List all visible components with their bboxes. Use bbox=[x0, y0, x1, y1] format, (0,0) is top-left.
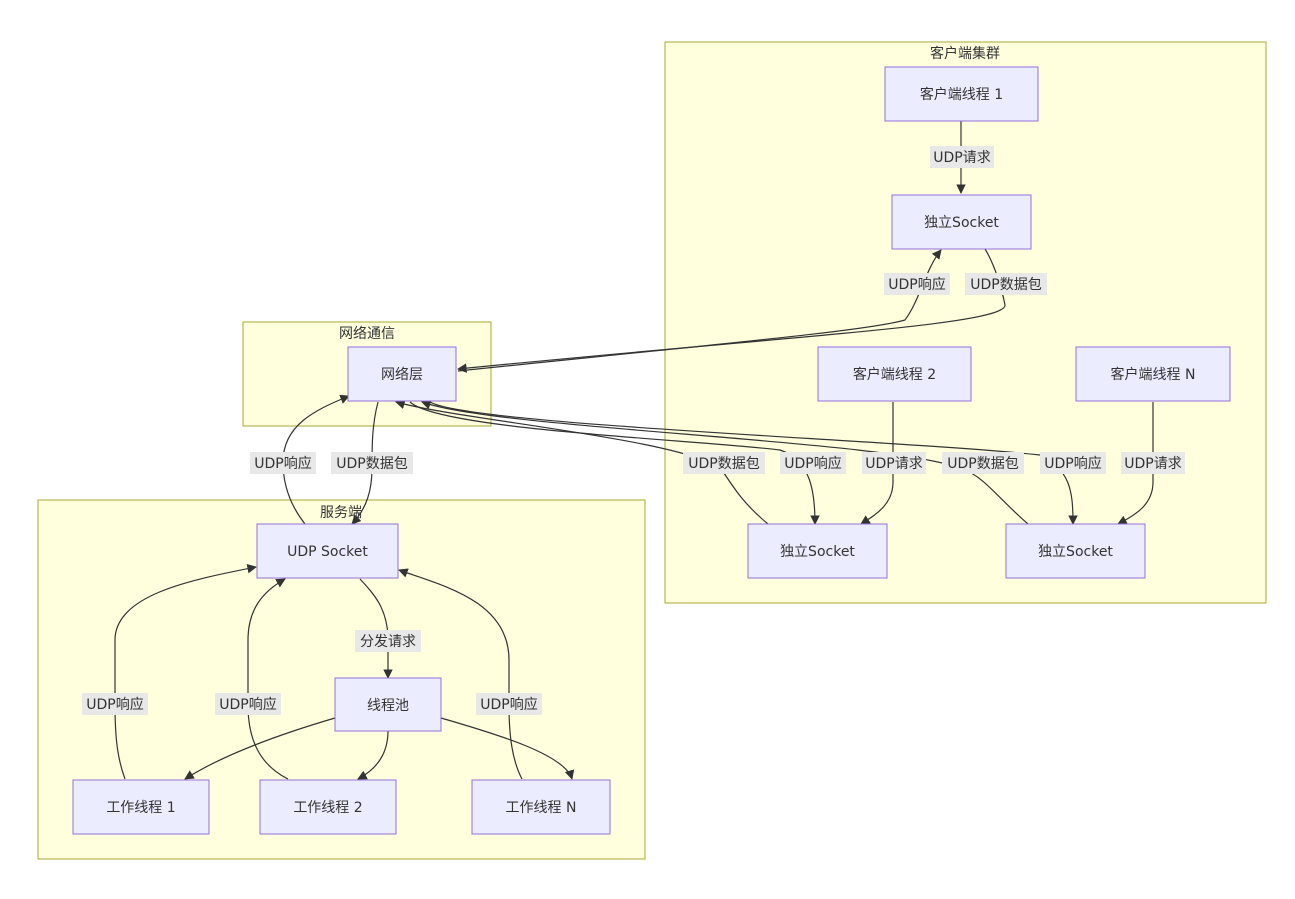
node-network-layer: 网络层 bbox=[347, 346, 457, 402]
svg-text:UDP响应: UDP响应 bbox=[1044, 455, 1101, 472]
edge-label-s2-net: UDP数据包 bbox=[683, 452, 765, 474]
svg-text:客户端线程 N: 客户端线程 N bbox=[1111, 366, 1196, 383]
edge-label-net-s1: UDP响应 bbox=[884, 273, 950, 295]
cluster-server-title: 服务端 bbox=[320, 505, 362, 521]
svg-text:客户端线程 2: 客户端线程 2 bbox=[853, 366, 936, 383]
edge-label-c2-s2: UDP请求 bbox=[862, 452, 926, 474]
svg-text:UDP响应: UDP响应 bbox=[480, 696, 537, 713]
svg-text:UDP响应: UDP响应 bbox=[254, 455, 311, 472]
svg-text:工作线程 N: 工作线程 N bbox=[506, 800, 577, 816]
edge-sn-net bbox=[421, 400, 1029, 525]
cluster-network-title: 网络通信 bbox=[339, 326, 395, 342]
edge-label-net-udp: UDP数据包 bbox=[331, 452, 413, 474]
cluster-client: 客户端集群 bbox=[664, 41, 1267, 604]
edge-c2-s2 bbox=[860, 402, 894, 525]
edge-label-cn-sn: UDP请求 bbox=[1121, 452, 1185, 474]
edge-pool-wn bbox=[440, 717, 575, 780]
svg-text:线程池: 线程池 bbox=[367, 698, 409, 714]
node-worker-n: 工作线程 N bbox=[471, 779, 611, 835]
svg-text:分发请求: 分发请求 bbox=[360, 634, 416, 650]
node-client-thread-n: 客户端线程 N bbox=[1075, 346, 1231, 402]
edge-wn-udp bbox=[398, 568, 523, 780]
node-thread-pool: 线程池 bbox=[334, 677, 442, 732]
svg-text:UDP响应: UDP响应 bbox=[219, 696, 276, 713]
cluster-client-title: 客户端集群 bbox=[930, 45, 1000, 62]
edge-label-net-s2: UDP响应 bbox=[780, 452, 846, 474]
edge-label-udp-net: UDP响应 bbox=[250, 452, 316, 474]
edge-label-wn-udp: UDP响应 bbox=[476, 693, 542, 715]
svg-text:独立Socket: 独立Socket bbox=[1038, 544, 1113, 560]
node-socket-2: 独立Socket bbox=[747, 523, 888, 579]
node-client-thread-1: 客户端线程 1 bbox=[884, 66, 1039, 122]
svg-text:网络层: 网络层 bbox=[381, 367, 423, 383]
node-worker-1: 工作线程 1 bbox=[72, 779, 210, 835]
node-client-thread-2: 客户端线程 2 bbox=[817, 346, 972, 402]
svg-text:UDP请求: UDP请求 bbox=[933, 150, 990, 166]
node-udp-socket: UDP Socket bbox=[256, 523, 399, 579]
svg-text:UDP响应: UDP响应 bbox=[888, 276, 945, 293]
edge-label-sn-net: UDP数据包 bbox=[942, 452, 1024, 474]
edge-s2-net bbox=[395, 399, 769, 525]
edge-net-sn bbox=[429, 401, 1078, 525]
svg-text:独立Socket: 独立Socket bbox=[924, 215, 999, 231]
svg-text:客户端线程 1: 客户端线程 1 bbox=[920, 86, 1003, 103]
svg-text:工作线程 1: 工作线程 1 bbox=[106, 800, 175, 816]
node-socket-n: 独立Socket bbox=[1005, 523, 1146, 579]
edge-pool-w1 bbox=[184, 717, 336, 780]
edge-label-udp-pool: 分发请求 bbox=[355, 630, 421, 652]
svg-text:UDP数据包: UDP数据包 bbox=[947, 456, 1018, 472]
edge-label-s1-net: UDP数据包 bbox=[965, 273, 1047, 295]
svg-text:独立Socket: 独立Socket bbox=[780, 544, 855, 560]
svg-text:UDP Socket: UDP Socket bbox=[287, 544, 368, 560]
edge-cn-sn bbox=[1117, 402, 1154, 525]
svg-text:UDP请求: UDP请求 bbox=[1124, 456, 1181, 472]
edge-pool-w2 bbox=[357, 730, 389, 780]
svg-text:UDP请求: UDP请求 bbox=[865, 456, 922, 472]
edge-net-s2 bbox=[409, 401, 820, 525]
svg-text:UDP数据包: UDP数据包 bbox=[970, 277, 1041, 293]
edge-w1-udp bbox=[114, 563, 257, 780]
edge-label-c1-s1: UDP请求 bbox=[930, 146, 994, 168]
svg-text:UDP数据包: UDP数据包 bbox=[688, 456, 759, 472]
edge-label-w1-udp: UDP响应 bbox=[82, 693, 148, 715]
svg-text:UDP数据包: UDP数据包 bbox=[336, 456, 407, 472]
edge-label-w2-udp: UDP响应 bbox=[215, 693, 281, 715]
svg-text:UDP响应: UDP响应 bbox=[784, 455, 841, 472]
node-socket-1: 独立Socket bbox=[891, 194, 1032, 250]
svg-text:工作线程 2: 工作线程 2 bbox=[293, 800, 362, 816]
svg-text:UDP响应: UDP响应 bbox=[86, 696, 143, 713]
edge-label-net-sn: UDP响应 bbox=[1040, 452, 1106, 474]
node-worker-2: 工作线程 2 bbox=[259, 779, 397, 835]
